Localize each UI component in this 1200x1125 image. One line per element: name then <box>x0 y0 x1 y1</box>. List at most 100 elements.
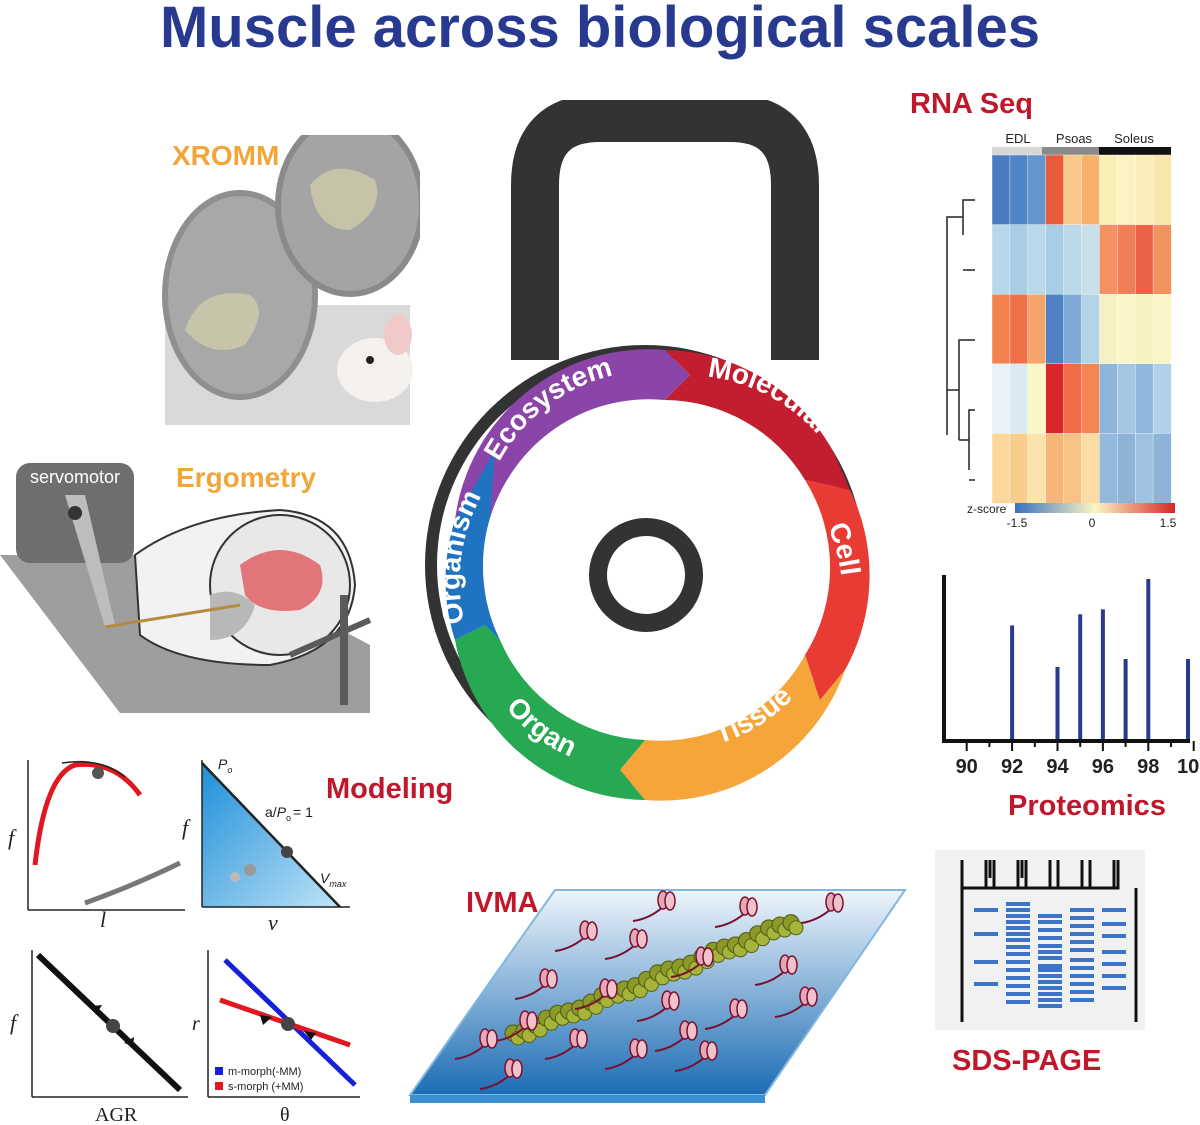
heatmap-cell <box>1134 293 1154 365</box>
heatmap-cell <box>1009 224 1029 295</box>
rnaseq-heatmap: EDL Psoas Soleus z-score -1.5 0 1.5 <box>946 131 1177 530</box>
heatmap-cell <box>1117 293 1136 365</box>
gel-band <box>1038 974 1062 978</box>
segment-organism <box>445 450 500 640</box>
passive-force-curve <box>84 860 182 906</box>
gel-band <box>1006 945 1030 949</box>
fv-vmax: Vmax <box>320 870 347 889</box>
force-length-plot: f l <box>8 760 185 930</box>
gel-band <box>1006 902 1030 906</box>
myosin-head <box>832 893 844 913</box>
gel-band <box>1006 920 1030 924</box>
ergometry-image: servomotor <box>0 463 372 713</box>
heatmap-cell <box>1152 293 1172 365</box>
actin-bead <box>788 920 804 936</box>
mass-spectrum: 9092949698100 <box>942 575 1200 778</box>
active-force-curve <box>32 761 143 866</box>
slide <box>408 889 907 1096</box>
theta-ylabel: r <box>192 1013 200 1035</box>
gel-band <box>1006 926 1030 930</box>
gel-band <box>1038 928 1062 932</box>
gel-band <box>1038 936 1062 940</box>
heatmap-cell <box>1081 224 1100 295</box>
myosin-head <box>806 987 818 1007</box>
heatmap-cell <box>1045 363 1065 435</box>
heatmap-cell <box>1063 363 1083 435</box>
spectrum-tick-label: 98 <box>1137 756 1159 778</box>
heatmap-cell <box>1063 154 1083 226</box>
fl-ylabel: f <box>8 825 17 850</box>
segment-tissue <box>620 655 845 801</box>
heatmap-cell <box>1152 363 1172 435</box>
myosin-head <box>686 1021 698 1041</box>
proteomics-label: Proteomics <box>1008 790 1166 822</box>
myosin-head <box>702 947 714 967</box>
gel-band <box>1070 924 1094 928</box>
servomotor-label: servomotor <box>30 467 120 487</box>
heatmap-cell <box>1134 433 1154 504</box>
theta-legend-m: m-morph(-MM) <box>228 1066 301 1078</box>
theta-xlabel: θ <box>280 1104 290 1125</box>
heatmap-cell <box>1027 433 1047 504</box>
spectrum-tick-label: 94 <box>1046 756 1069 778</box>
gel-band <box>1070 908 1094 912</box>
gel-band <box>1038 992 1062 996</box>
sds-gel <box>935 850 1145 1030</box>
myosin-head <box>786 955 798 975</box>
gel-band <box>974 932 998 936</box>
heatmap-cell <box>1045 293 1065 365</box>
theta-legend-s: s-morph (+MM) <box>228 1081 303 1093</box>
segment-ecosystem <box>455 349 690 520</box>
gel-band <box>1102 962 1126 966</box>
myosin-head <box>511 1059 523 1079</box>
gel-band <box>1038 914 1062 918</box>
ivma-label: IVMA <box>466 887 539 919</box>
heatmap-cell <box>1009 293 1029 365</box>
fv-ylabel: f <box>182 815 191 840</box>
myosin-head <box>746 897 758 917</box>
gel-band <box>1038 968 1062 972</box>
gel-band <box>974 908 998 912</box>
heatmap-cell <box>1117 433 1136 504</box>
gel-band <box>1070 990 1094 994</box>
lock-diagram: Ecosystem Molecular Cell Tissue Organ Or… <box>425 100 870 801</box>
xromm-image <box>162 135 420 425</box>
heatmap-cell <box>1081 433 1100 504</box>
gel-band <box>1006 938 1030 942</box>
myosin-head <box>526 1011 538 1031</box>
heatmap-cell <box>1081 293 1100 365</box>
gel-band <box>1102 986 1126 990</box>
gel-band <box>1070 948 1094 952</box>
myosin-head <box>736 999 748 1019</box>
gel-band <box>1038 944 1062 948</box>
heatmap-cell <box>1081 154 1100 226</box>
heatmap-cell <box>1009 433 1029 504</box>
agr-plot: f AGR <box>10 950 188 1125</box>
myosin-head <box>636 929 648 949</box>
lock-shackle <box>511 100 819 360</box>
agr-xlabel: AGR <box>95 1104 138 1125</box>
heatmap-cell <box>1152 154 1172 226</box>
gel-band <box>1070 916 1094 920</box>
heatmap-cell <box>1063 224 1083 295</box>
heatmap-cell <box>1099 363 1118 435</box>
gel-band <box>1006 908 1030 912</box>
heatmap-cell <box>1045 224 1065 295</box>
gel-band <box>1070 998 1094 1002</box>
heatmap-cell <box>1152 433 1172 504</box>
xromm-label: XROMM <box>172 140 280 171</box>
gel-band <box>1070 940 1094 944</box>
gel-band <box>1038 950 1062 954</box>
gel-band <box>1102 950 1126 954</box>
myosin-head <box>576 1029 588 1049</box>
heatmap-cell <box>1027 363 1047 435</box>
heatmap-cell <box>991 363 1011 435</box>
heatmap-cell <box>1134 224 1154 295</box>
gel-band <box>1006 984 1030 988</box>
modeling-label: Modeling <box>326 773 454 805</box>
fl-xlabel: l <box>100 907 106 930</box>
heatmap-cell <box>1063 293 1083 365</box>
heatmap-cell <box>1009 363 1029 435</box>
spectrum-tick-label: 90 <box>956 756 978 778</box>
gel-band <box>1038 998 1062 1002</box>
